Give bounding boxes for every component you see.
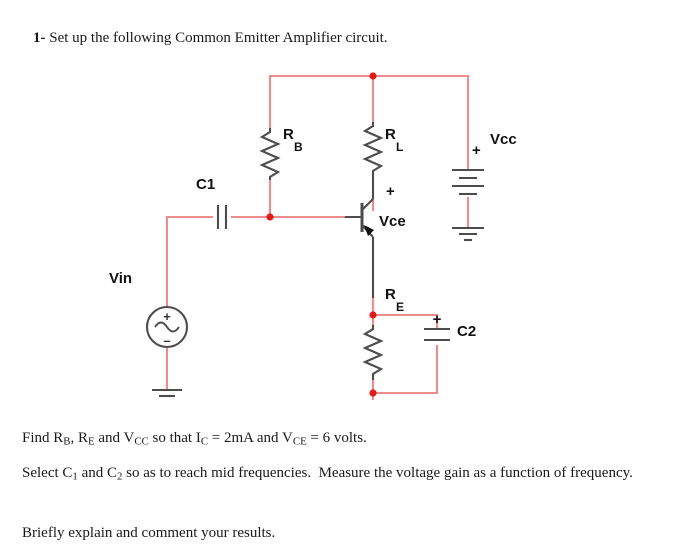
ac-source-sine	[154, 321, 180, 333]
label-rl-subscript: L	[396, 140, 403, 154]
label-vcc-plus: +	[472, 142, 481, 159]
label-vin: Vin	[109, 270, 132, 287]
task-select: Select C1 and C2 so as to reach mid freq…	[22, 465, 633, 483]
label-source-plus: +	[163, 309, 171, 324]
question-heading-text: Set up the following Common Emitter Ampl…	[45, 30, 388, 47]
circuit-diagram: R B R L R E C1 C2 + Vcc + Vce + Vin + –	[0, 50, 700, 400]
label-c2: C2	[457, 323, 476, 340]
resistor-rb	[259, 128, 281, 180]
label-source-minus: –	[163, 333, 170, 348]
label-vce-plus: +	[386, 183, 395, 200]
label-c2-plus: +	[433, 311, 442, 328]
label-rl: R	[385, 126, 396, 143]
label-rb: R	[283, 126, 294, 143]
label-re: R	[385, 286, 396, 303]
task-explain: Briefly explain and comment your results…	[22, 525, 276, 541]
node-collector-rail	[369, 72, 377, 80]
label-rb-subscript: B	[294, 140, 303, 154]
question-number: 1-	[33, 30, 46, 47]
label-vcc: Vcc	[490, 131, 517, 148]
label-c1: C1	[196, 176, 215, 193]
label-re-subscript: E	[396, 300, 404, 314]
resistor-rl	[362, 122, 384, 175]
ac-source-circle	[145, 305, 189, 349]
transistor-emitter-arrow	[364, 225, 374, 236]
resistor-re	[362, 325, 384, 380]
junction-nodes	[266, 72, 377, 397]
task-find: Find RB, RE and VCC so that IC = 2mA and…	[22, 430, 367, 448]
transistor-collector-lead	[361, 198, 374, 211]
circuit-svg: R B R L R E C1 C2 + Vcc + Vce + Vin + –	[109, 72, 517, 400]
node-emitter-ground	[369, 389, 377, 397]
label-vce: Vce	[379, 213, 406, 230]
page-title: 1- Set up the following Common Emitter A…	[18, 8, 678, 69]
wire-network	[165, 74, 470, 400]
node-base	[266, 213, 274, 221]
node-emitter	[369, 311, 377, 319]
